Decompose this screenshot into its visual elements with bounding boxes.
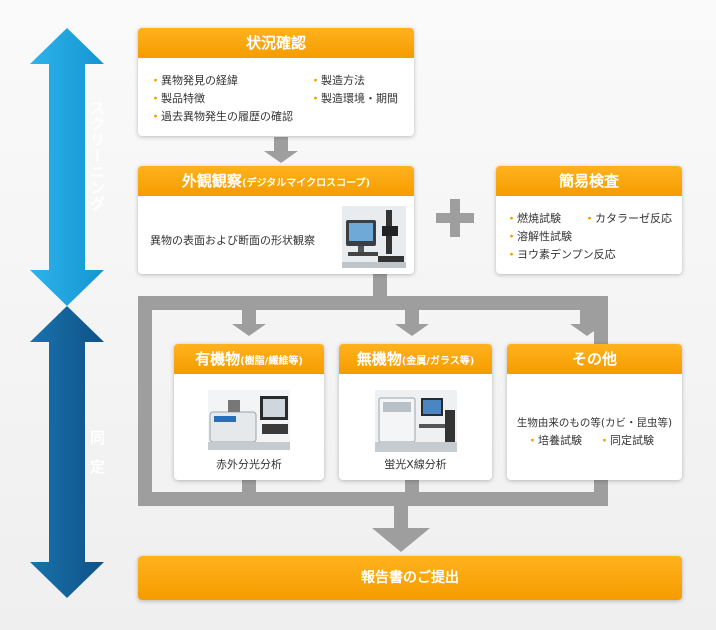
inorganic-subtitle: (金属/ガラス等) (401, 356, 475, 367)
simple-inspection-box: 簡易検査 燃焼試験 カタラーゼ反応 溶解性試験 ヨウ素デンプン反応 (496, 166, 682, 274)
organic-title: 有機物 (195, 350, 241, 368)
situation-check-title: 状況確認 (138, 28, 414, 58)
identification-phase-label: 同定 (88, 430, 106, 488)
organic-box: 有機物(樹脂/繊維等) 赤外分光分析 (174, 344, 324, 480)
other-text: 生物由来のもの等(カビ・昆虫等) (516, 417, 673, 429)
simple-inspection-item: カタラーゼ反応 (584, 212, 672, 226)
other-box: その他 生物由来のもの等(カビ・昆虫等) 培養試験 同定試験 (507, 344, 682, 480)
simple-inspection-title: 簡易検査 (496, 166, 682, 196)
visual-observation-box: 外観観察(デジタルマイクロスコープ) 異物の表面および断面の形状観察 (138, 166, 414, 274)
situation-item: 製造方法 (310, 74, 365, 88)
simple-inspection-item: 燃焼試験 (506, 212, 561, 226)
simple-inspection-item: ヨウ素デンプン反応 (506, 248, 616, 262)
organic-subtitle: (樹脂/繊維等) (240, 356, 303, 367)
situation-item: 異物発見の経緯 (150, 74, 238, 88)
situation-item: 製造環境・期間 (310, 92, 398, 106)
visual-observation-title: 外観観察 (181, 172, 242, 190)
screening-phase-arrow (30, 28, 104, 306)
screening-phase-label: スクリーニング (88, 100, 106, 212)
visual-observation-header: 外観観察(デジタルマイクロスコープ) (138, 166, 414, 196)
identification-phase-arrow (30, 306, 104, 598)
situation-item: 製品特徴 (150, 92, 205, 106)
plus-icon (436, 199, 474, 237)
situation-check-box: 状況確認 異物発見の経緯 製品特徴 過去異物発生の履歴の確認 製造方法 製造環境… (138, 28, 414, 136)
xrf-instrument-photo (375, 390, 457, 452)
visual-observation-subtitle: (デジタルマイクロスコープ) (241, 178, 371, 189)
organic-method: 赤外分光分析 (216, 458, 282, 471)
microscope-photo (342, 206, 406, 268)
other-title: その他 (507, 344, 682, 374)
organic-header: 有機物(樹脂/繊維等) (174, 344, 324, 374)
inorganic-box: 無機物(金属/ガラス等) 蛍光X線分析 (339, 344, 492, 480)
report-submission-box: 報告書のご提出 (138, 556, 682, 600)
visual-observation-text: 異物の表面および断面の形状観察 (150, 234, 315, 247)
situation-item: 過去異物発生の履歴の確認 (150, 110, 293, 124)
simple-inspection-item: 溶解性試験 (506, 230, 572, 244)
other-item: 同定試験 (599, 434, 654, 448)
inorganic-method: 蛍光X線分析 (384, 458, 447, 471)
other-item: 培養試験 (527, 434, 582, 448)
inorganic-title: 無機物 (356, 350, 402, 368)
ftir-instrument-photo (208, 390, 290, 450)
inorganic-header: 無機物(金属/ガラス等) (339, 344, 492, 374)
